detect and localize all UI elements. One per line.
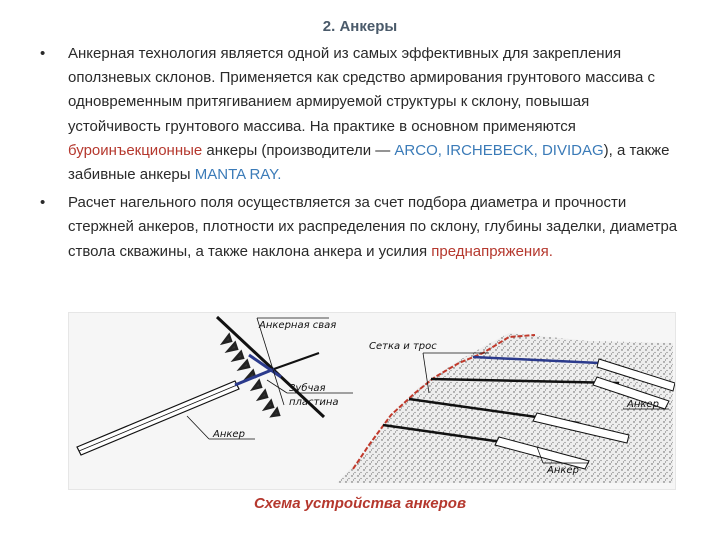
anchor-scheme-figure: Анкерная свая Зубчая пластина Анкер xyxy=(68,312,676,490)
mesh-cable xyxy=(352,334,536,470)
bullet-list: • Анкерная технология является одной из … xyxy=(38,42,678,268)
label-anchor-left: Анкер xyxy=(212,429,245,440)
left-anchor-assembly: Анкерная свая Зубчая пластина Анкер xyxy=(76,315,353,456)
label-tooth-plate-2: пластина xyxy=(289,397,339,408)
soil-slope xyxy=(337,333,673,483)
anchor-pile-rod xyxy=(215,315,326,419)
bullet-marker: • xyxy=(40,194,46,212)
label-anchor-pile: Анкерная свая xyxy=(258,320,336,331)
right-slope-assembly: Сетка и трос Анкер Анкер xyxy=(337,333,675,483)
bullet1-brand-manta-ray: MANTA RAY. xyxy=(194,166,282,184)
bullet1-text-2: анкеры (производители — xyxy=(202,141,395,159)
label-anchor-right-1: Анкер xyxy=(626,399,659,410)
anchor-scheme-drawing: Анкерная свая Зубчая пластина Анкер xyxy=(76,315,675,483)
bullet1-text-1: Анкерная технология является одной из са… xyxy=(68,45,655,135)
label-mesh-cable: Сетка и трос xyxy=(369,341,437,352)
tooth-plate xyxy=(219,332,281,418)
bullet-item-anchor-technology: • Анкерная технология является одной из … xyxy=(38,42,678,187)
bullet2-text: Расчет нагельного поля осуществляется за… xyxy=(68,194,678,260)
bullet-marker: • xyxy=(40,45,46,62)
bullet2-highlight-prestress: преднапряжения. xyxy=(431,242,553,260)
bullet1-text-3: ), а также забивные анкеры xyxy=(68,141,670,184)
slide-title: 2. Анкеры xyxy=(322,18,398,35)
label-anchor-right-2: Анкер xyxy=(546,465,579,476)
bullet1-brands: ARCO, IRCHEBECK, DIVIDAG xyxy=(394,141,604,159)
anchor-rod-blue xyxy=(234,367,275,387)
anchor-pile-blue-section xyxy=(248,353,282,379)
slope-anchors xyxy=(382,355,675,470)
bullet-item-nail-field: • Расчет нагельного поля осуществляется … xyxy=(38,191,678,264)
bullet1-highlight-injection: буроинъекционные xyxy=(68,141,203,159)
label-tooth-plate-1: Зубчая xyxy=(289,382,326,394)
figure-caption: Схема устройства анкеров xyxy=(253,495,467,512)
